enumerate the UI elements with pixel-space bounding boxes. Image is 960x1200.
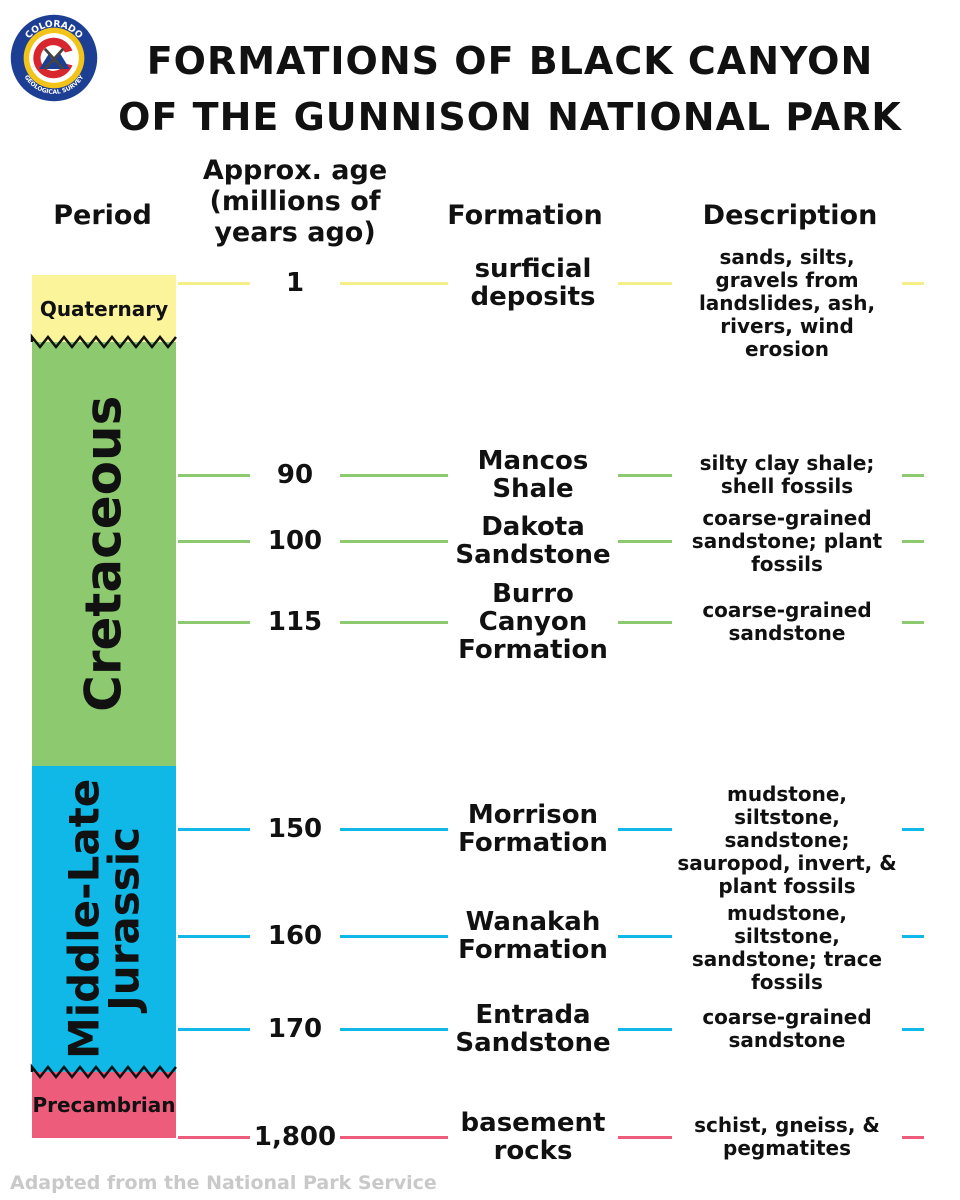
description-line: coarse-grained <box>702 505 872 530</box>
formation-name-line: Morrison <box>467 800 599 830</box>
description-line: landslides, ash, <box>698 291 876 315</box>
formation-name-line: deposits <box>470 282 596 312</box>
formation-name-line: Sandstone <box>455 1028 611 1058</box>
description-line: mudstone, siltstone, <box>727 782 847 829</box>
description-line: sandstone <box>728 1028 846 1052</box>
formation-name-line: basement <box>460 1108 606 1138</box>
period-label-text: Cretaceous <box>74 395 133 713</box>
logo-hammer-icon <box>43 47 65 70</box>
header-period: Period <box>53 200 152 231</box>
period-label: Quaternary <box>32 275 176 342</box>
description-line: fossils <box>751 551 823 576</box>
title-line-1: FORMATiONS OF BLACK CANYON <box>146 39 874 83</box>
age-value: 170 <box>250 1014 340 1044</box>
age-value: 160 <box>250 921 340 951</box>
formation-name-line: Shale <box>492 474 574 504</box>
colorado-geological-survey-logo: COLORADO GEOLOGICAL SURVEY <box>10 14 98 102</box>
period-label-line: Jurassic <box>99 827 148 1011</box>
description-line: rivers, wind <box>720 314 854 338</box>
formation-name-line: rocks <box>493 1136 573 1166</box>
formation-description: schist, gneiss, &pegmatites <box>672 1114 902 1160</box>
period-block-precambrian: Precambrian <box>32 1072 176 1138</box>
description-line: sandstone; plant <box>691 528 883 553</box>
formation-name-line: Mancos <box>477 446 589 476</box>
period-label-line: Cretaceous <box>74 395 133 713</box>
description-line: gravels from <box>715 268 859 292</box>
description-line: pegmatites <box>723 1136 851 1160</box>
formation-description: mudstone, siltstone,sandstone;sauropod, … <box>672 783 902 898</box>
formation-name-line: Canyon <box>478 607 588 637</box>
source-credit: Adapted from the National Park Service <box>10 1172 437 1194</box>
formation-name-line: Sandstone <box>455 540 611 570</box>
header-description: Description <box>702 200 878 231</box>
header-age-line: Approx. age <box>202 155 388 186</box>
description-line: schist, gneiss, & <box>694 1113 880 1137</box>
age-value: 1,800 <box>250 1122 340 1152</box>
formation-name-line: Entrada <box>475 1000 591 1030</box>
formation-name-line: Formation <box>458 935 608 965</box>
description-line: sands, silts, <box>719 245 855 269</box>
description-line: fossils <box>751 969 823 994</box>
description-line: sandstone <box>728 621 846 645</box>
description-line: coarse-grained <box>702 598 872 622</box>
header-age-line: years ago) <box>214 217 376 248</box>
age-value: 90 <box>250 460 340 490</box>
period-label-text: Quaternary <box>40 297 168 321</box>
formation-name-line: Burro <box>492 579 574 609</box>
description-line: shell fossils <box>720 474 854 498</box>
formation-name-line: Formation <box>458 635 608 665</box>
header-formation: Formation <box>447 200 603 231</box>
age-value: 115 <box>250 607 340 637</box>
description-line: mudstone, siltstone, <box>727 900 847 948</box>
formation-name-line: Formation <box>458 828 608 858</box>
period-label-line: Precambrian <box>32 1093 176 1117</box>
description-line: silty clay shale; <box>699 451 875 475</box>
description-line: coarse-grained <box>702 1005 872 1029</box>
formation-description: silty clay shale;shell fossils <box>672 452 902 498</box>
period-label-line: Quaternary <box>39 296 169 321</box>
period-block-quaternary: Quaternary <box>32 275 176 342</box>
description-line: sandstone; trace <box>691 946 883 971</box>
age-value: 100 <box>250 526 340 556</box>
age-value: 150 <box>250 814 340 844</box>
period-label: Cretaceous <box>32 342 176 766</box>
description-line: plant fossils <box>718 874 856 898</box>
age-value: 1 <box>250 268 340 298</box>
header-age-line: (millions of <box>209 186 381 217</box>
description-line: sandstone; <box>724 828 850 852</box>
period-label-text: Precambrian <box>32 1093 175 1117</box>
header-age: Approx. age (millions of years ago) <box>185 155 405 248</box>
formation-name-line: Dakota <box>481 512 585 542</box>
description-line: erosion <box>745 337 829 361</box>
period-label: Precambrian <box>32 1072 176 1138</box>
description-line: sauropod, invert, & <box>677 851 897 875</box>
period-label-line: Middle-Late <box>59 778 109 1060</box>
title-line-2: OF THE GUNNiSON NATiONAL PARK <box>118 95 902 139</box>
period-block-cretaceous: Cretaceous <box>32 342 176 766</box>
formation-name-line: surficial <box>474 254 592 284</box>
formation-name-line: Wanakah <box>465 907 601 937</box>
